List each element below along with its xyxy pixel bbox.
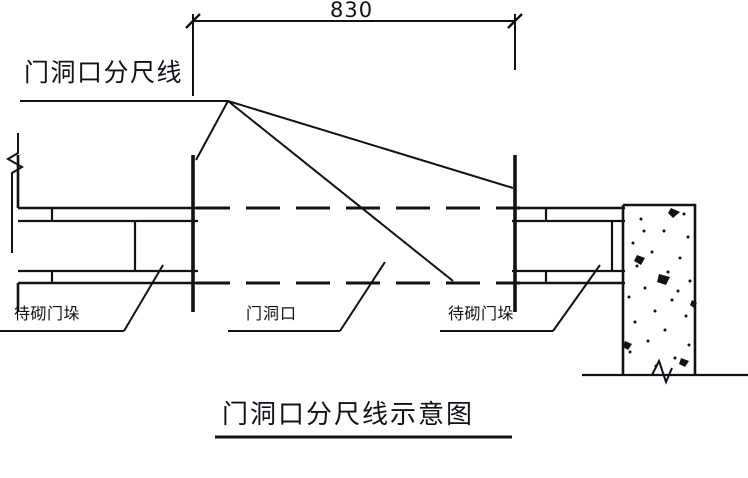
label-door-opening: 门洞口	[246, 304, 298, 323]
dimension-tick-right	[507, 13, 523, 29]
dimension-tick-left	[185, 13, 201, 29]
label-left-jamb: 待砌门垛	[14, 304, 81, 323]
callout-leader-to-lower-centerline	[227, 100, 454, 282]
jamb-group	[191, 155, 517, 312]
right-jamb-label-leader	[552, 264, 601, 332]
callout-leader-to-right-jamb	[227, 100, 514, 189]
dimension-group	[185, 13, 523, 96]
dimension-value-label: 830	[330, 0, 374, 22]
callout-leader-to-left-jamb	[195, 100, 229, 161]
callout-leader-group	[20, 100, 514, 282]
column-break-line-symbol	[651, 358, 673, 385]
concrete-hatch-aggregate	[623, 208, 697, 367]
callout-label-gauge-line: 门洞口分尺线	[24, 58, 184, 87]
centerline-group	[196, 206, 520, 285]
left-jamb-label-leader	[123, 264, 164, 332]
left-wall-group	[6, 133, 198, 312]
figure-title: 门洞口分尺线示意图	[222, 400, 475, 430]
concrete-column-outline-right	[623, 203, 697, 375]
opening-label-leader	[339, 261, 386, 332]
right-wall-group	[512, 206, 625, 285]
left-break-line-symbol	[6, 133, 24, 253]
concrete-hatch-dots	[627, 212, 692, 368]
label-right-jamb: 待砌门垛	[448, 304, 515, 323]
concrete-column-group	[582, 203, 748, 385]
bottom-leaders-group	[0, 261, 601, 332]
